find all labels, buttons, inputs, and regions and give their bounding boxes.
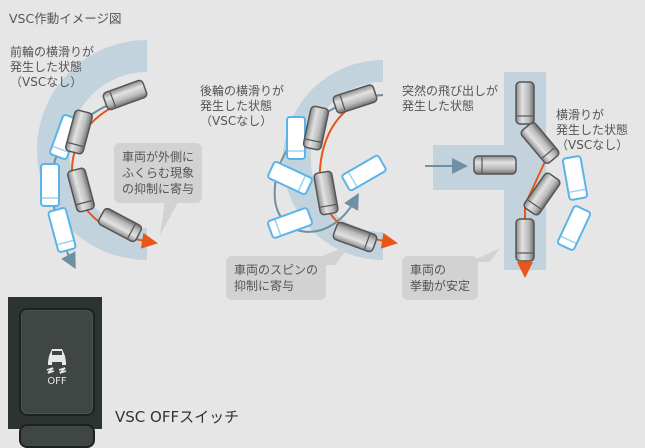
car-no-vsc	[555, 204, 593, 252]
car-no-vsc	[40, 163, 60, 207]
diagram-title: VSC作動イメージ図	[9, 11, 122, 26]
switch-caption: VSC OFFスイッチ	[115, 408, 240, 426]
vsc-off-button: OFF	[19, 308, 95, 416]
car-no-vsc	[286, 116, 306, 160]
scene1-callout: 車両が外側に ふくらむ現象 の抑制に寄与	[114, 143, 203, 203]
scene1-label: 前輪の横滑りが 発生した状態 （VSCなし）	[10, 45, 95, 89]
scene3-label-left: 突然の飛び出しが 発生した状態	[402, 84, 499, 113]
scene2-label: 後輪の横滑りが 発生した状態 （VSCなし）	[200, 84, 285, 128]
vsc-diagram	[37, 40, 593, 278]
car-vsc	[515, 81, 535, 125]
scene3-callout: 車両の 挙動が安定	[402, 256, 479, 300]
scene2-callout: 車両のスピンの 抑制に寄与	[226, 256, 327, 300]
car-intruding	[473, 155, 517, 175]
vsc-off-switch-photo: OFF	[8, 297, 102, 448]
car-no-vsc	[561, 154, 589, 202]
car-vsc	[515, 218, 535, 262]
vsc-skid-car-icon	[46, 349, 67, 374]
off-text: OFF	[47, 376, 67, 387]
road-curve-1	[37, 40, 147, 260]
car-no-vsc	[340, 153, 388, 193]
car-vsc	[101, 78, 149, 112]
scene3-label-right: 横滑りが 発生した状態 （VSCなし）	[556, 108, 629, 152]
lower-button	[19, 424, 95, 448]
car-no-vsc	[266, 206, 314, 240]
